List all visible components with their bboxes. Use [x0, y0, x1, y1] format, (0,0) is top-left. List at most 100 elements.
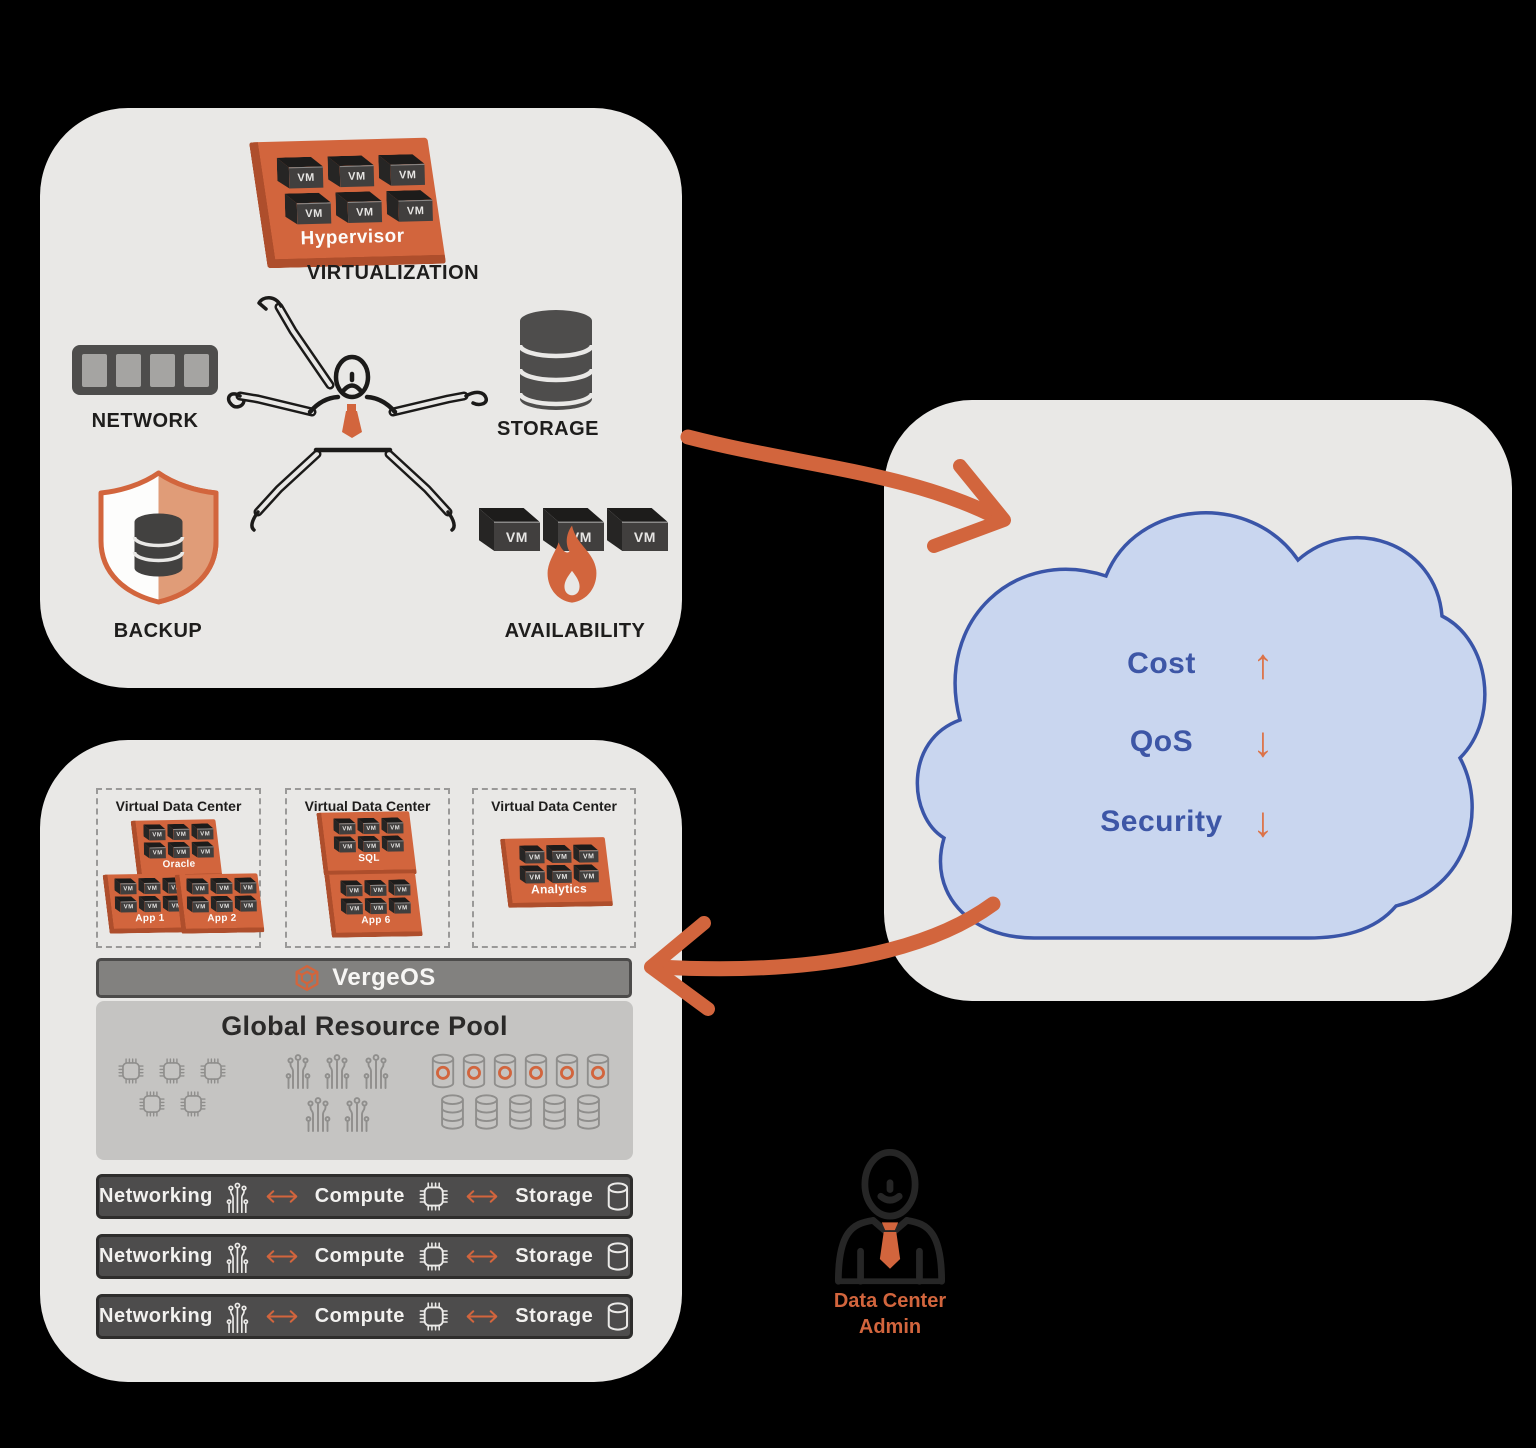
cpu-chip-icon — [199, 1057, 227, 1085]
circuit-icon — [285, 1051, 311, 1089]
pool-title: Global Resource Pool — [221, 1011, 508, 1041]
left-right-arrow-icon — [462, 1188, 502, 1205]
down-arrow-icon: ↓ — [1252, 798, 1274, 845]
left-right-arrow-icon — [462, 1248, 502, 1265]
cube-front: VM — [240, 882, 257, 894]
data-center-admin: Data Center Admin — [795, 1148, 985, 1340]
vm-cube: VM — [546, 845, 572, 864]
qos-label: QoS — [1129, 725, 1194, 758]
cube-front: VM — [240, 900, 257, 912]
vm-cube: VM — [386, 190, 433, 222]
cube-front: VM — [370, 884, 387, 897]
vdc-title: Virtual Data Center — [115, 798, 242, 814]
cpu-chip-icon — [158, 1057, 186, 1085]
cube-front: VM — [398, 199, 433, 222]
vm-cube: VM — [365, 898, 387, 914]
circuit-icon — [226, 1240, 249, 1273]
vm-cube: VM — [389, 897, 411, 913]
storage-label: Storage — [515, 1185, 594, 1207]
vm-cube: VM — [285, 192, 332, 224]
compute-label: Compute — [314, 1185, 405, 1207]
disk-icon — [430, 1053, 456, 1089]
storage-label: STORAGE — [496, 418, 600, 440]
cube-front: VM — [525, 870, 545, 884]
vergeos-bar: VergeOS — [96, 958, 632, 998]
vm-cube: VM — [210, 878, 233, 894]
cube-front: VM — [579, 849, 598, 863]
cube-front: VM — [579, 870, 599, 883]
disk-stack-icon — [473, 1094, 500, 1130]
cube-front: VM — [363, 822, 380, 835]
vm-cube: VM — [211, 896, 233, 912]
storage-label: Storage — [515, 1305, 594, 1327]
storage-pool-icons — [424, 1053, 616, 1135]
left-right-arrow-icon — [262, 1308, 302, 1325]
left-right-arrow-icon — [262, 1248, 302, 1265]
cube-front: VM — [370, 902, 387, 915]
vm-cube: VM — [341, 898, 363, 914]
vm-cube: VM — [139, 896, 161, 912]
disk-icon — [554, 1053, 580, 1089]
cube-front: VM — [346, 903, 363, 915]
vergeos-logo-icon — [295, 964, 319, 992]
disk-icon — [523, 1053, 549, 1089]
cloud-item-security: Security ↓ — [1074, 800, 1314, 844]
networking-label: Networking — [99, 1305, 213, 1327]
vm-cube: VM — [187, 896, 209, 912]
vergeos-label: VergeOS — [332, 964, 436, 991]
cpu-chip-icon — [418, 1240, 449, 1273]
cube-front: VM — [149, 829, 166, 841]
cube-front: VM — [192, 883, 209, 895]
availability-label: AVAILABILITY — [504, 620, 646, 642]
orange-tie — [879, 1222, 901, 1269]
cube-front: VM — [552, 850, 572, 864]
cloud-shape — [915, 511, 1487, 940]
compute-label: Compute — [314, 1245, 405, 1267]
cube-front: VM — [390, 163, 425, 186]
disk-stack-icon — [439, 1094, 466, 1130]
vm-cube: VM — [115, 896, 137, 912]
cube-front: VM — [552, 870, 572, 884]
circuit-icon — [305, 1094, 331, 1132]
orange-tie — [342, 404, 362, 438]
cube-front: VM — [173, 828, 190, 841]
cube-top — [478, 508, 540, 522]
cpu-pool-icons — [112, 1057, 232, 1123]
vm-cube: VM — [234, 877, 257, 894]
cube-front: VM — [394, 884, 411, 896]
disk-icon — [492, 1053, 518, 1089]
compute-label: Compute — [314, 1305, 405, 1327]
vm-cube: VM — [358, 836, 380, 852]
network-switch-icon — [72, 345, 218, 395]
cost-label: Cost — [1127, 647, 1196, 680]
vm-cube: VM — [167, 824, 190, 841]
vm-cube: VM — [606, 508, 668, 551]
vm-cube: VM — [334, 836, 356, 852]
virtualization-label: VIRTUALIZATION — [306, 262, 480, 284]
disk-icon — [585, 1053, 611, 1089]
network-port — [115, 353, 141, 387]
cube-side — [606, 508, 623, 551]
cpu-chip-icon — [418, 1180, 449, 1213]
cloud-item-cost: Cost ↑ — [1074, 642, 1314, 686]
cpu-chip-icon — [418, 1300, 449, 1333]
cube-front: VM — [192, 901, 209, 913]
vm-cube: VM — [478, 508, 540, 551]
disk-stack-icon — [541, 1094, 568, 1130]
circuit-icon — [226, 1180, 249, 1213]
vm-cube: VM — [143, 824, 166, 841]
node-row: Networking Compute Storage — [96, 1174, 633, 1219]
storage-cylinder-icon — [518, 310, 594, 410]
